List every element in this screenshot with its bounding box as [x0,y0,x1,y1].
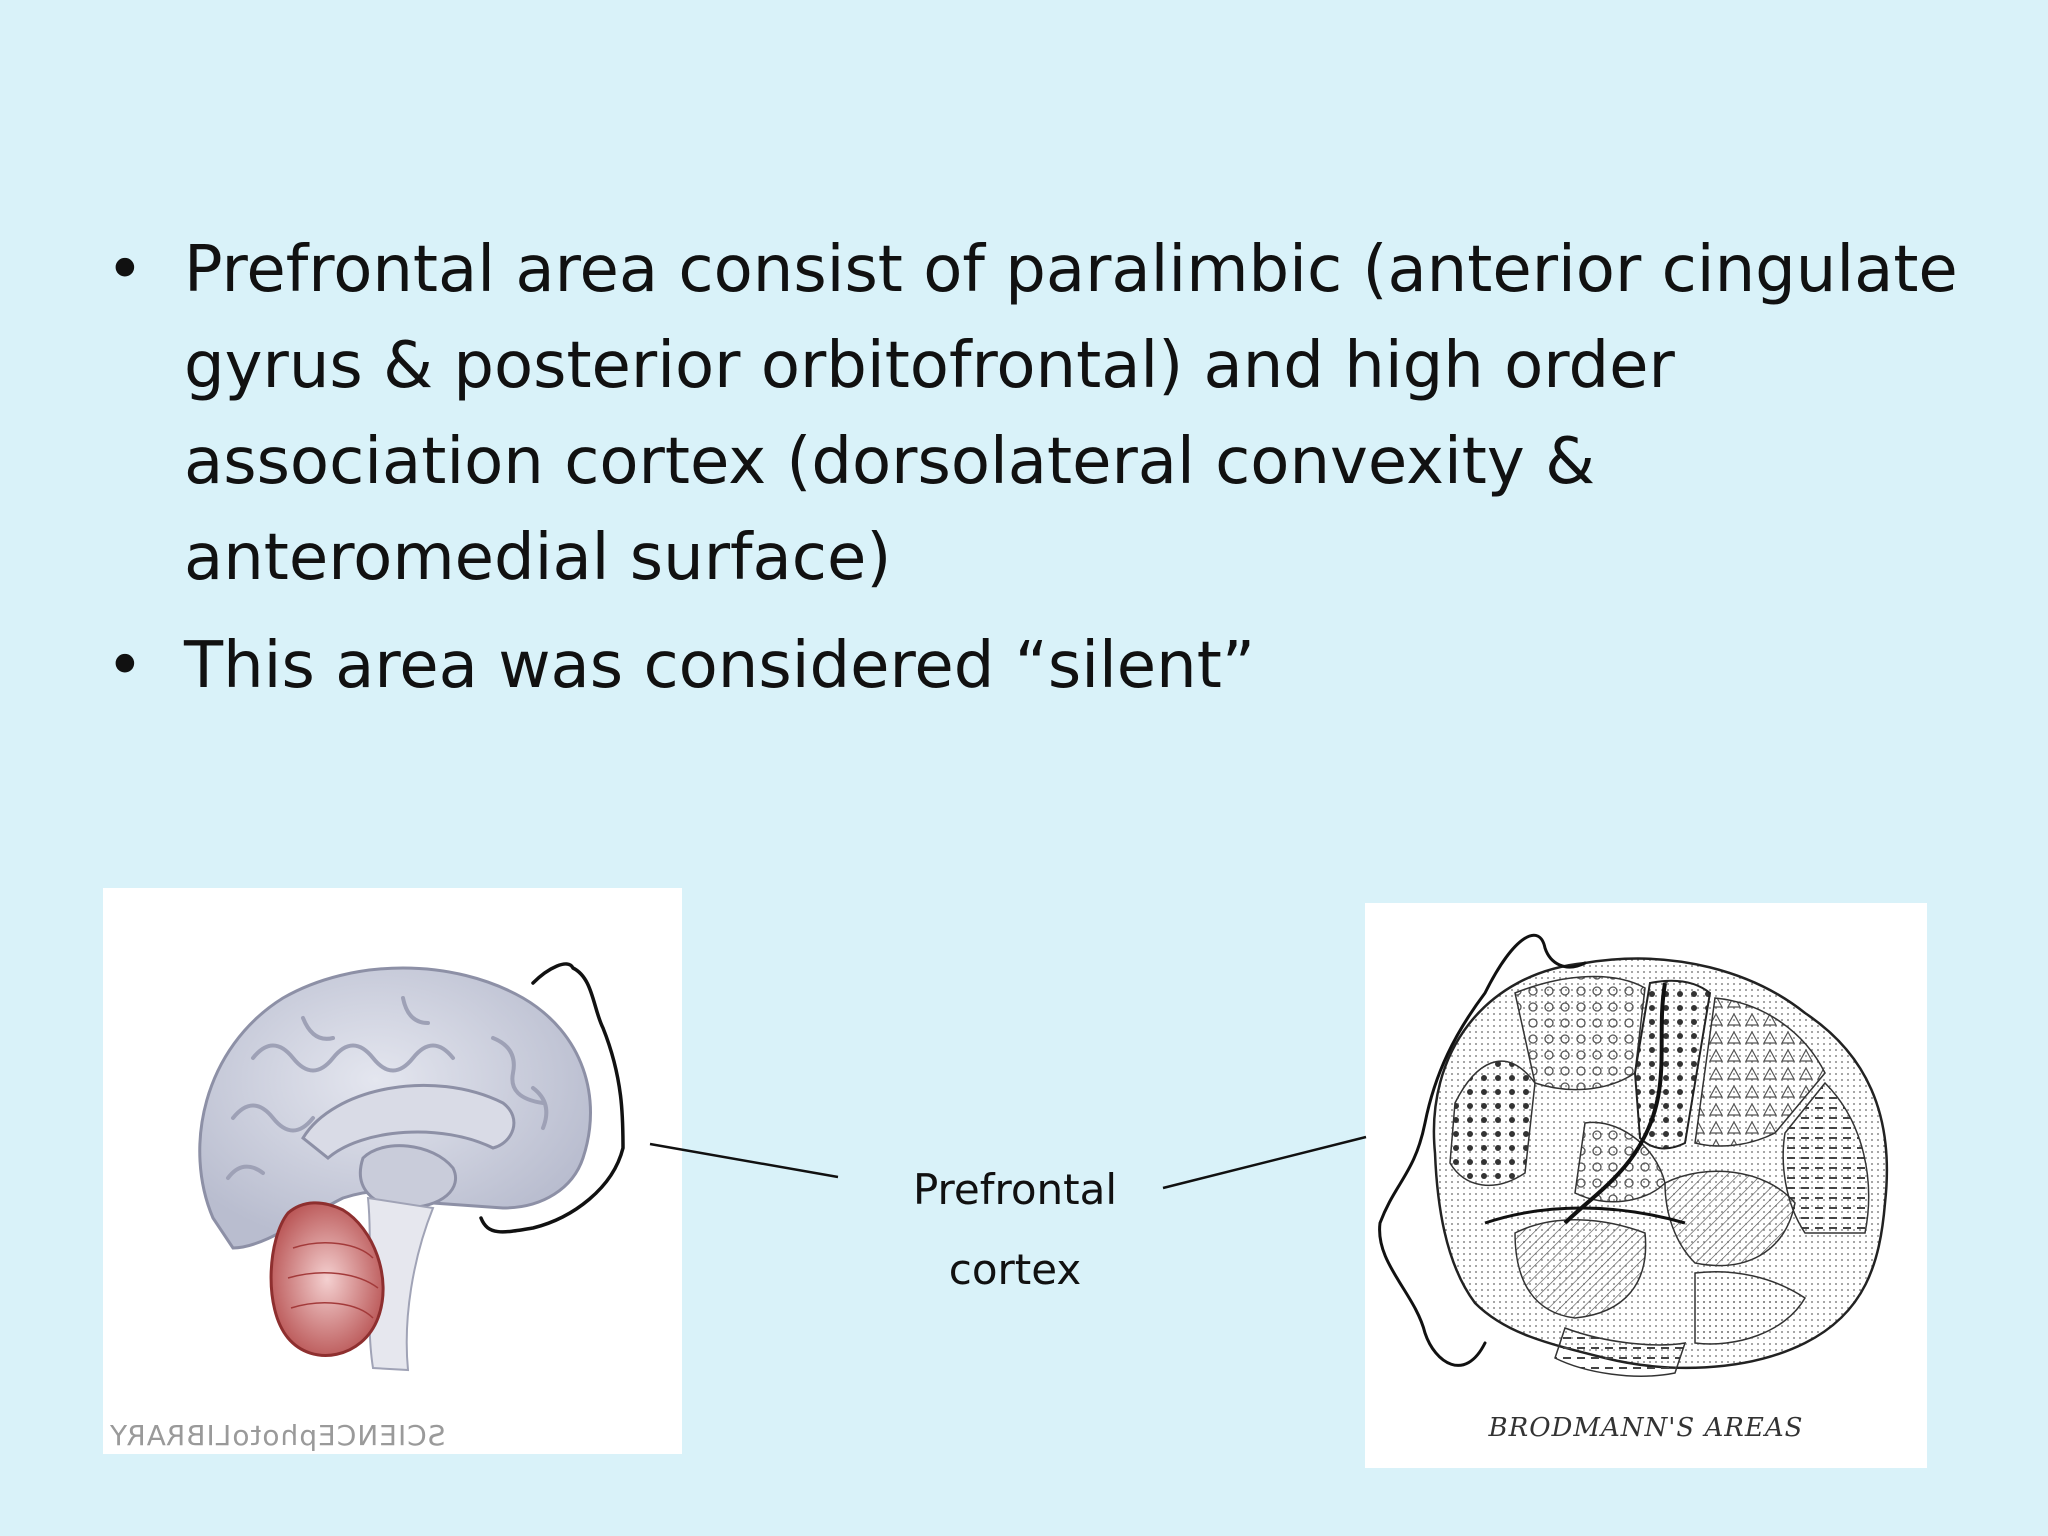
callout-line-right [1162,1135,1367,1190]
bullet-marker: • [106,233,144,307]
brodmann-caption: BRODMANN'S AREAS [1488,1413,1804,1443]
callout-line1: Prefrontal [912,1165,1118,1214]
bullet-marker: • [106,629,144,703]
sagittal-brain-illustration [198,962,625,1372]
sagittal-brain-figure: SCIENCEphotoLIBRARY [103,888,682,1454]
callout-line2: cortex [948,1245,1082,1294]
bullet-list: • Prefrontal area consist of paralimbic … [100,222,1960,726]
bullet-item: • Prefrontal area consist of paralimbic … [100,222,1960,606]
bullet-item: • This area was considered “silent” [100,618,1960,714]
prefrontal-cortex-label: Prefrontal cortex [890,1150,1140,1310]
bullet-text: Prefrontal area consist of paralimbic (a… [184,233,1958,595]
brodmann-illustration [1378,933,1889,1377]
watermark: SCIENCEphotoLIBRARY [109,1419,446,1452]
bullet-text: This area was considered “silent” [184,629,1255,703]
brodmann-figure: BRODMANN'S AREAS [1365,903,1927,1468]
